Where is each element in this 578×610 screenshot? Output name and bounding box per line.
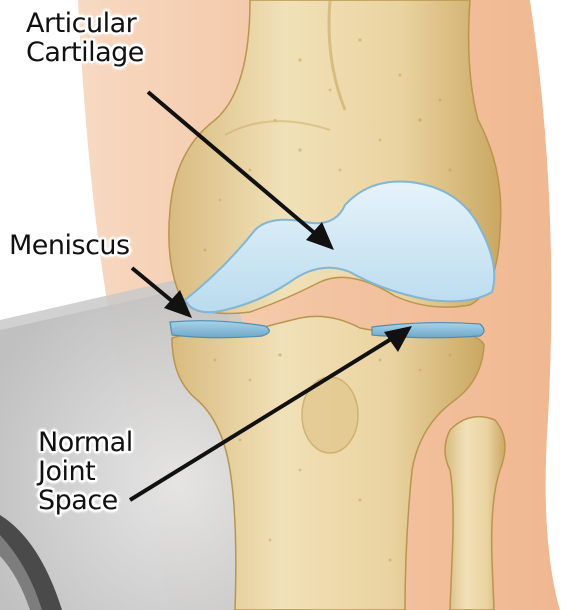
label-articular-cartilage-line-2: Cartilage	[26, 38, 144, 67]
label-articular-cartilage-line-1: Articular	[26, 9, 144, 38]
label-articular-cartilage: Articular Cartilage	[26, 9, 144, 67]
label-normal-joint-space: Normal Joint Space	[38, 428, 133, 515]
label-normal-joint-space-line-3: Space	[38, 486, 133, 515]
label-meniscus: Meniscus	[9, 231, 130, 260]
label-normal-joint-space-line-1: Normal	[38, 428, 133, 457]
label-normal-joint-space-line-2: Joint	[38, 457, 133, 486]
label-meniscus-line-1: Meniscus	[9, 231, 130, 260]
